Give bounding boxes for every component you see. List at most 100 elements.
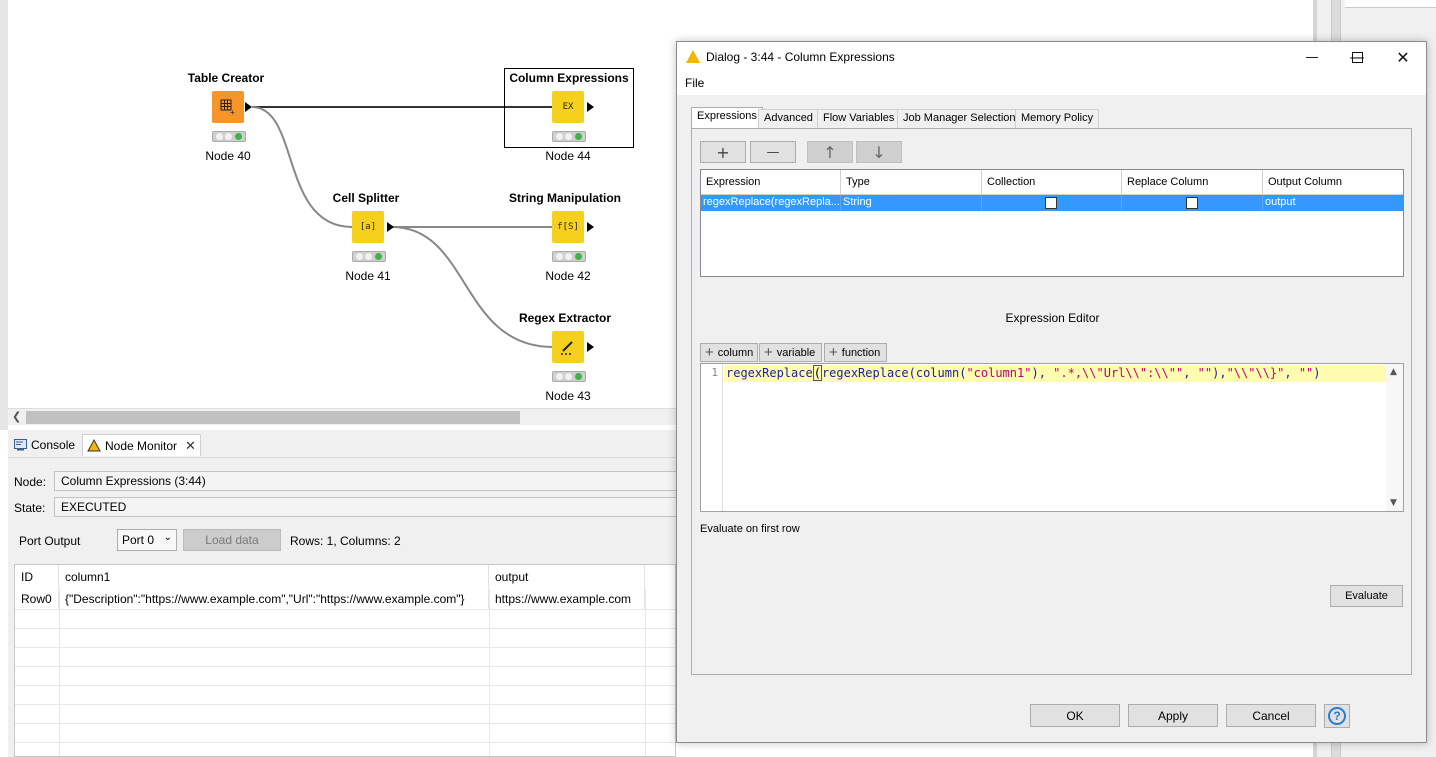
- node-44-out-port[interactable]: [587, 102, 594, 112]
- plus-icon: +: [705, 344, 714, 361]
- insert-variable-button[interactable]: +variable: [759, 343, 822, 362]
- chevron-down-icon[interactable]: ▼: [1390, 498, 1397, 508]
- insert-function-button[interactable]: +function: [824, 343, 887, 362]
- connection-lines: [251, 106, 554, 348]
- node-44-title[interactable]: Column Expressions: [509, 71, 629, 85]
- console-icon: [14, 439, 27, 451]
- help-button[interactable]: ?: [1324, 704, 1350, 728]
- table-cell-output[interactable]: https://www.example.com: [489, 590, 645, 609]
- tab-node-monitor[interactable]: Node Monitor ✕: [82, 434, 201, 456]
- panel-tabs: Console Node Monitor ✕: [8, 430, 676, 458]
- header-output-column[interactable]: Output Column: [1263, 170, 1403, 195]
- remove-expression-button[interactable]: —: [750, 141, 796, 163]
- header-replace-column[interactable]: Replace Column: [1122, 170, 1263, 195]
- move-up-button[interactable]: ↑: [807, 141, 853, 163]
- header-collection[interactable]: Collection: [982, 170, 1122, 195]
- table-header-id[interactable]: ID: [15, 565, 59, 589]
- code-token: regexReplace: [726, 366, 813, 380]
- replace-column-checkbox[interactable]: [1186, 197, 1198, 209]
- output-data-table[interactable]: ID column1 output Row0 {"Description":"h…: [14, 564, 676, 757]
- header-type[interactable]: Type: [841, 170, 982, 195]
- chevron-up-icon[interactable]: ▲: [1390, 367, 1397, 377]
- code-token: ,: [1284, 366, 1299, 380]
- table-cell-row-id[interactable]: Row0: [15, 590, 59, 609]
- grid-row: [15, 609, 675, 610]
- tab-memory-policy[interactable]: Memory Policy: [1015, 109, 1100, 128]
- knime-logo-icon: [686, 50, 700, 63]
- close-icon[interactable]: ✕: [185, 437, 196, 453]
- code-token: ".*,\\"Url\\":\\"": [1053, 366, 1184, 380]
- cell-replace-column[interactable]: [1122, 195, 1263, 211]
- load-data-button[interactable]: Load data: [183, 529, 281, 551]
- expression-row-selected[interactable]: regexReplace(regexRepla... String output: [701, 195, 1403, 211]
- grid-row: [15, 666, 675, 667]
- tab-job-manager[interactable]: Job Manager Selection: [897, 109, 1022, 128]
- ok-button[interactable]: OK: [1030, 704, 1120, 727]
- rows-info: Rows: 1, Columns: 2: [290, 534, 401, 548]
- tab-expressions[interactable]: Expressions: [691, 107, 763, 128]
- menu-file[interactable]: File: [685, 76, 705, 90]
- table-header-column1[interactable]: column1: [59, 565, 489, 589]
- port-select[interactable]: Port 0 ⌄: [117, 529, 177, 551]
- node-41-out-port[interactable]: [387, 222, 394, 232]
- cell-type[interactable]: String: [841, 195, 982, 211]
- table-grid-icon[interactable]: +: [212, 91, 244, 123]
- editor-vertical-scrollbar[interactable]: ▲ ▼: [1386, 364, 1403, 511]
- node-43-title[interactable]: Regex Extractor: [518, 311, 612, 325]
- maximize-window-icon[interactable]: [1342, 46, 1372, 68]
- node-40-out-port[interactable]: [245, 102, 252, 112]
- canvas-horizontal-scrollbar[interactable]: ❮: [8, 408, 676, 425]
- cancel-button[interactable]: Cancel: [1226, 704, 1316, 727]
- port-select-value: Port 0: [122, 533, 155, 547]
- node-42-out-port[interactable]: [587, 222, 594, 232]
- add-expression-button[interactable]: +: [700, 141, 746, 163]
- grid-col: [59, 589, 60, 756]
- scrollbar-thumb[interactable]: [26, 411, 520, 424]
- node-40-title[interactable]: Table Creator: [187, 71, 265, 85]
- close-window-icon[interactable]: ✕: [1396, 47, 1410, 67]
- collection-checkbox[interactable]: [1045, 197, 1057, 209]
- node-41-title[interactable]: Cell Splitter: [332, 191, 400, 205]
- tab-console[interactable]: Console: [10, 434, 79, 456]
- dialog-titlebar[interactable]: Dialog - 3:44 - Column Expressions —: [677, 42, 1426, 73]
- expressions-tab-content: + — ↑ ↓ Expression Type Collection Repla…: [691, 128, 1412, 675]
- code-line[interactable]: regexReplace(regexReplace(column("column…: [724, 365, 1386, 382]
- minimize-window-icon[interactable]: —: [1305, 49, 1319, 65]
- state-label: State:: [14, 501, 46, 515]
- node-42-title[interactable]: String Manipulation: [509, 191, 621, 205]
- node-41-label: Node 41: [345, 269, 391, 283]
- cell-output-column[interactable]: output: [1265, 196, 1296, 208]
- line-number: 1: [701, 364, 723, 511]
- node-monitor-icon: [87, 439, 101, 452]
- regex-icon[interactable]: [552, 331, 584, 363]
- node-40-status: [212, 131, 246, 142]
- code-token-cursor: (: [812, 365, 822, 381]
- node-44-selection: [504, 68, 634, 148]
- expression-icon[interactable]: EX: [552, 91, 584, 123]
- tab-flow-variables[interactable]: Flow Variables: [817, 109, 901, 128]
- scroll-left-icon[interactable]: ❮: [12, 410, 22, 423]
- node-43-out-port[interactable]: [587, 342, 594, 352]
- tab-advanced[interactable]: Advanced: [758, 109, 819, 128]
- cell-collection[interactable]: [982, 195, 1122, 211]
- evaluate-button[interactable]: Evaluate: [1330, 585, 1403, 607]
- node-44-label: Node 44: [545, 149, 591, 163]
- code-token: "\\"\\}": [1226, 366, 1285, 380]
- cell-splitter-icon[interactable]: [a]: [352, 211, 384, 243]
- expressions-table[interactable]: Expression Type Collection Replace Colum…: [700, 169, 1404, 277]
- header-expression[interactable]: Expression: [701, 170, 841, 195]
- expression-code-editor[interactable]: 1 regexReplace(regexReplace(column("colu…: [700, 363, 1404, 512]
- cell-expression[interactable]: regexReplace(regexRepla...: [701, 195, 841, 211]
- cell-splitter-icon-text: [a]: [359, 222, 377, 232]
- help-icon: ?: [1328, 707, 1346, 725]
- table-cell-column1[interactable]: {"Description":"https://www.example.com"…: [59, 590, 489, 609]
- string-fn-icon[interactable]: f[S]: [552, 211, 584, 243]
- state-field: EXECUTED: [54, 497, 684, 517]
- move-down-button[interactable]: ↓: [856, 141, 902, 163]
- apply-button[interactable]: Apply: [1128, 704, 1218, 727]
- grid-col: [645, 589, 646, 756]
- insert-column-button[interactable]: +column: [700, 343, 758, 362]
- expression-icon-text: EX: [562, 102, 574, 112]
- table-header-output[interactable]: output: [489, 565, 645, 589]
- node-43-label: Node 43: [545, 389, 591, 403]
